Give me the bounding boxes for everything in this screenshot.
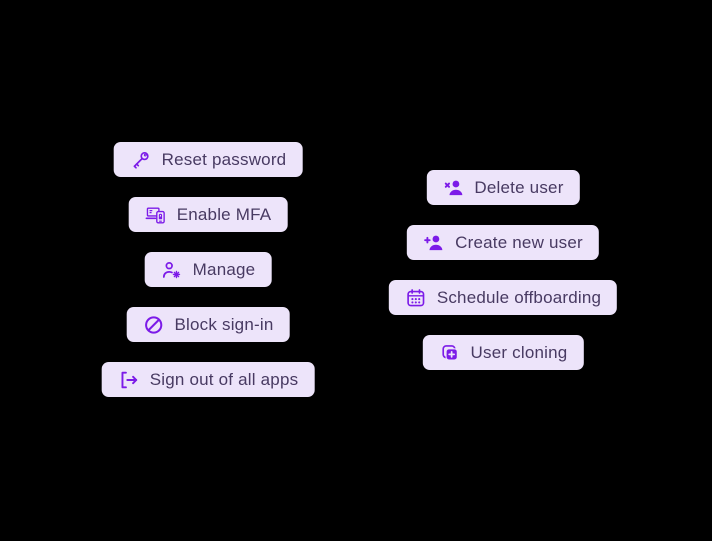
mfa-devices-icon (145, 204, 167, 226)
action-button-block-sign-in[interactable]: Block sign-in (126, 307, 290, 342)
action-button-enable-mfa[interactable]: Enable MFA (128, 197, 288, 232)
action-button-sign-out-of-all-apps[interactable]: Sign out of all apps (101, 362, 315, 397)
action-button-schedule-offboarding[interactable]: Schedule offboarding (388, 280, 618, 315)
action-button-reset-password[interactable]: Reset password (113, 142, 303, 177)
action-button-delete-user[interactable]: Delete user (426, 170, 580, 205)
action-button-label: Reset password (161, 149, 287, 169)
action-button-label: Delete user (474, 177, 564, 197)
sign-out-icon (118, 369, 140, 391)
action-button-create-new-user[interactable]: Create new user (407, 225, 599, 260)
action-button-label: Enable MFA (176, 204, 272, 224)
action-button-user-cloning[interactable]: User cloning (422, 335, 584, 370)
user-remove-icon (442, 177, 464, 199)
action-button-label: Sign out of all apps (149, 369, 299, 389)
action-button-label: Schedule offboarding (436, 287, 602, 307)
action-button-label: Manage (192, 259, 256, 279)
clone-icon (439, 342, 461, 364)
action-button-manage[interactable]: Manage (144, 252, 272, 287)
calendar-icon (405, 287, 427, 309)
key-icon (130, 149, 152, 171)
user-add-icon (423, 232, 445, 254)
block-icon (143, 314, 165, 336)
manage-accounts-icon (161, 259, 183, 281)
action-button-label: Block sign-in (174, 314, 274, 334)
action-button-label: Create new user (455, 232, 583, 252)
action-button-label: User cloning (470, 342, 568, 362)
